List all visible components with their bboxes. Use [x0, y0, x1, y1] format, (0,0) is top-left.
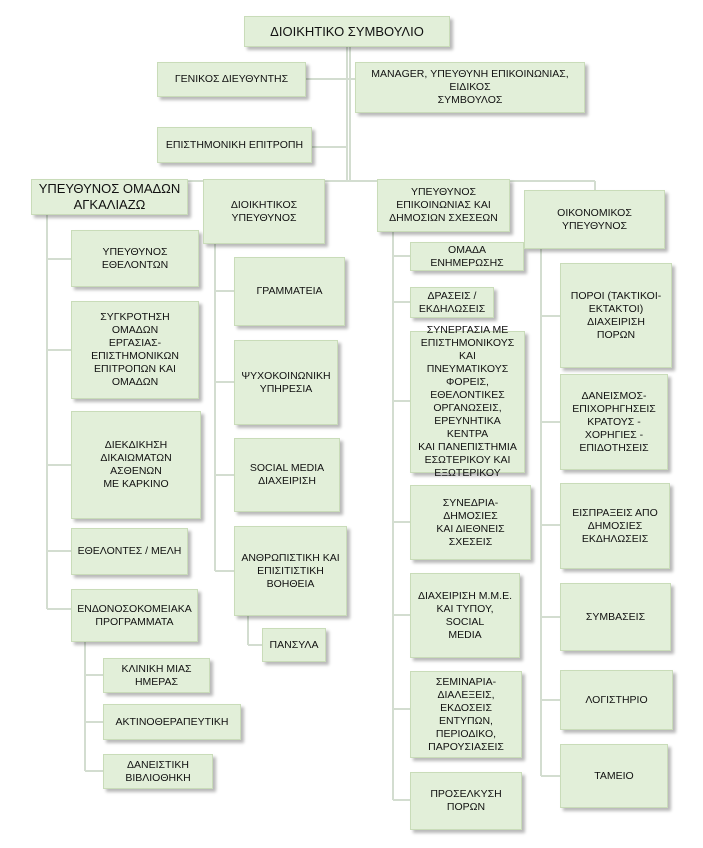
- scientific-committee-label: ΕΠΙΣΤΗΜΟΝΙΚΗ ΕΠΙΤΡΟΠΗ: [165, 138, 304, 151]
- col2-item-label: ΑΝΘΡΩΠΙΣΤΙΚΗ ΚΑΙ ΕΠΙΣΙΤΙΣΤΙΚΗ ΒΟΗΘΕΙΑ: [241, 551, 340, 590]
- col1-sub-box: ΚΛΙΝΙΚΗ ΜΙΑΣ ΗΜΕΡΑΣ: [103, 658, 210, 693]
- col3-item-box: ΟΜΑΔΑ ΕΝΗΜΕΡΩΣΗΣ: [410, 242, 524, 271]
- col1-item-box: ΔΙΕΚΔΙΚΗΣΗ ΔΙΚΑΙΩΜΑΤΩΝ ΑΣΘΕΝΩΝ ΜΕ ΚΑΡΚΙΝ…: [71, 411, 201, 519]
- col2-sub-box: ΠΑΝΣΥΛΑ: [262, 628, 326, 662]
- col4-item-box: ΕΙΣΠΡΑΞΕΙΣ ΑΠΟ ΔΗΜΟΣΙΕΣ ΕΚΔΗΛΩΣΕΙΣ: [560, 483, 670, 569]
- col3-item-label: ΟΜΑΔΑ ΕΝΗΜΕΡΩΣΗΣ: [430, 243, 504, 269]
- col2-head-label: ΔΙΟΙΚΗΤΙΚΟΣ ΥΠΕΥΘΥΝΟΣ: [230, 198, 298, 224]
- col2-item-label: SOCIAL MEDIA ΔΙΑΧΕΙΡΙΣΗ: [249, 462, 325, 487]
- col1-item-label: ΔΙΕΚΔΙΚΗΣΗ ΔΙΚΑΙΩΜΑΤΩΝ ΑΣΘΕΝΩΝ ΜΕ ΚΑΡΚΙΝ…: [100, 439, 172, 490]
- col4-item-label: ΤΑΜΕΙΟ: [594, 769, 634, 782]
- col1-head-label: ΥΠΕΥΘΥΝΟΣ ΟΜΑΔΩΝ ΑΓΚΑΛΙΑΖΩ: [38, 181, 181, 212]
- col3-item-box: ΣΥΝΕΔΡΙΑ-ΔΗΜΟΣΙΕΣ ΚΑΙ ΔΙΕΘΝΕΙΣ ΣΧΕΣΕΙΣ: [410, 485, 531, 560]
- col2-sub-label: ΠΑΝΣΥΛΑ: [269, 638, 319, 651]
- col3-item-label: ΠΡΟΣΕΛΚΥΣΗ ΠΟΡΩΝ: [430, 788, 502, 813]
- col1-sub-label: ΔΑΝΕΙΣΤΙΚΗ ΒΙΒΛΙΟΘΗΚΗ: [125, 758, 191, 784]
- col3-item-label: ΣΥΝΕΡΓΑΣΙΑ ΜΕ ΕΠΙΣΤΗΜΟΝΙΚΟΥΣ ΚΑΙ ΠΝΕΥΜΑΤ…: [418, 324, 517, 479]
- col1-item-box: ΥΠΕΥΘΥΝΟΣ ΕΘΕΛΟΝΤΩΝ: [71, 230, 199, 287]
- col1-sub-label: ΚΛΙΝΙΚΗ ΜΙΑΣ ΗΜΕΡΑΣ: [121, 662, 192, 688]
- col1-head-box: ΥΠΕΥΘΥΝΟΣ ΟΜΑΔΩΝ ΑΓΚΑΛΙΑΖΩ: [31, 179, 188, 215]
- manager-label: MANAGER, ΥΠΕΥΘΥΝΗ ΕΠΙΚΟΙΝΩΝΙΑΣ, ΕΙΔΙΚΟΣ …: [371, 68, 569, 106]
- col3-item-box: ΣΕΜΙΝΑΡΙΑ- ΔΙΑΛΕΞΕΙΣ, ΕΚΔΟΣΕΙΣ ΕΝΤΥΠΩΝ, …: [410, 671, 522, 758]
- col4-item-box: ΛΟΓΙΣΤΗΡΙΟ: [560, 670, 673, 730]
- col2-item-label: ΨΥΧΟΚΟΙΝΩΝΙΚΗ ΥΠΗΡΕΣΙΑ: [241, 369, 331, 395]
- col4-item-label: ΛΟΓΙΣΤΗΡΙΟ: [585, 693, 648, 706]
- col3-item-label: ΔΙΑΧΕΙΡΙΣΗ Μ.Μ.Ε. ΚΑΙ ΤΥΠΟΥ, SOCIAL MEDI…: [417, 589, 513, 641]
- col1-item-box: ΕΘΕΛΟΝΤΕΣ / ΜΕΛΗ: [71, 528, 188, 575]
- col3-item-label: ΔΡΑΣΕΙΣ / ΕΚΔΗΛΩΣΕΙΣ: [418, 289, 486, 315]
- col4-head-label: ΟΙΚΟΝΟΜΙΚΟΣ ΥΠΕΥΘΥΝΟΣ: [557, 206, 632, 232]
- col3-item-box: ΔΙΑΧΕΙΡΙΣΗ Μ.Μ.Ε. ΚΑΙ ΤΥΠΟΥ, SOCIAL MEDI…: [410, 573, 520, 658]
- col3-item-label: ΣΥΝΕΔΡΙΑ-ΔΗΜΟΣΙΕΣ ΚΑΙ ΔΙΕΘΝΕΙΣ ΣΧΕΣΕΙΣ: [436, 496, 505, 548]
- col4-item-label: ΠΟΡΟΙ (ΤΑΚΤΙΚΟΙ- ΕΚΤΑΚΤΟΙ) ΔΙΑΧΕΙΡΙΣΗ ΠΟ…: [570, 289, 662, 341]
- col1-item-label: ΥΠΕΥΘΥΝΟΣ ΕΘΕΛΟΝΤΩΝ: [101, 245, 169, 271]
- col1-sub-label: ΑΚΤΙΝΟΘΕΡΑΠΕΥΤΙΚΗ: [115, 715, 229, 728]
- col3-item-box: ΣΥΝΕΡΓΑΣΙΑ ΜΕ ΕΠΙΣΤΗΜΟΝΙΚΟΥΣ ΚΑΙ ΠΝΕΥΜΑΤ…: [410, 324, 525, 479]
- col1-sub-box: ΔΑΝΕΙΣΤΙΚΗ ΒΙΒΛΙΟΘΗΚΗ: [103, 754, 213, 789]
- col1-item-label: ΕΝΔΟΝΟΣΟΚΟΜΕΙΑΚΑ ΠΡΟΓΡΑΜΜΑΤΑ: [77, 602, 192, 628]
- col2-item-box: ΨΥΧΟΚΟΙΝΩΝΙΚΗ ΥΠΗΡΕΣΙΑ: [234, 340, 338, 425]
- col4-item-box: ΤΑΜΕΙΟ: [560, 744, 668, 808]
- scientific-committee-box: ΕΠΙΣΤΗΜΟΝΙΚΗ ΕΠΙΤΡΟΠΗ: [157, 127, 312, 163]
- board-box: ΔΙΟΙΚΗΤΙΚΟ ΣΥΜΒΟΥΛΙΟ: [244, 16, 450, 47]
- col4-item-box: ΔΑΝΕΙΣΜΟΣ- ΕΠΙΧΟΡΗΓΗΣΕΙΣ ΚΡΑΤΟΥΣ - ΧΟΡΗΓ…: [560, 374, 668, 470]
- col4-item-label: ΕΙΣΠΡΑΞΕΙΣ ΑΠΟ ΔΗΜΟΣΙΕΣ ΕΚΔΗΛΩΣΕΙΣ: [572, 506, 658, 545]
- general-director-label: ΓΕΝΙΚΟΣ ΔΙΕΥΘΥΝΤΗΣ: [174, 73, 289, 85]
- col1-item-label: ΣΥΓΚΡΟΤΗΣΗ ΟΜΑΔΩΝ ΕΡΓΑΣΙΑΣ- ΕΠΙΣΤΗΜΟΝΙΚΩ…: [91, 311, 179, 388]
- col3-head-box: ΥΠΕΥΘΥΝΟΣ ΕΠΙΚΟΙΝΩΝΙΑΣ ΚΑΙ ΔΗΜΟΣΙΩΝ ΣΧΕΣ…: [377, 179, 510, 232]
- col1-sub-box: ΑΚΤΙΝΟΘΕΡΑΠΕΥΤΙΚΗ: [103, 704, 241, 740]
- col3-item-label: ΣΕΜΙΝΑΡΙΑ- ΔΙΑΛΕΞΕΙΣ, ΕΚΔΟΣΕΙΣ ΕΝΤΥΠΩΝ, …: [428, 675, 504, 753]
- col4-item-label: ΣΥΜΒΑΣΕΙΣ: [585, 610, 646, 623]
- general-director-box: ΓΕΝΙΚΟΣ ΔΙΕΥΘΥΝΤΗΣ: [157, 62, 306, 97]
- col2-head-box: ΔΙΟΙΚΗΤΙΚΟΣ ΥΠΕΥΘΥΝΟΣ: [203, 179, 325, 244]
- col1-item-box: ΣΥΓΚΡΟΤΗΣΗ ΟΜΑΔΩΝ ΕΡΓΑΣΙΑΣ- ΕΠΙΣΤΗΜΟΝΙΚΩ…: [71, 301, 199, 399]
- col2-item-box: ΑΝΘΡΩΠΙΣΤΙΚΗ ΚΑΙ ΕΠΙΣΙΤΙΣΤΙΚΗ ΒΟΗΘΕΙΑ: [234, 526, 347, 616]
- col2-item-box: SOCIAL MEDIA ΔΙΑΧΕΙΡΙΣΗ: [234, 438, 340, 512]
- col4-head-box: ΟΙΚΟΝΟΜΙΚΟΣ ΥΠΕΥΘΥΝΟΣ: [524, 190, 665, 249]
- col2-item-label: ΓΡΑΜΜΑΤΕΙΑ: [256, 285, 323, 297]
- col3-item-box: ΠΡΟΣΕΛΚΥΣΗ ΠΟΡΩΝ: [410, 772, 522, 830]
- manager-box: MANAGER, ΥΠΕΥΘΥΝΗ ΕΠΙΚΟΙΝΩΝΙΑΣ, ΕΙΔΙΚΟΣ …: [355, 62, 585, 113]
- col4-item-box: ΠΟΡΟΙ (ΤΑΚΤΙΚΟΙ- ΕΚΤΑΚΤΟΙ) ΔΙΑΧΕΙΡΙΣΗ ΠΟ…: [560, 263, 672, 368]
- board-label: ΔΙΟΙΚΗΤΙΚΟ ΣΥΜΒΟΥΛΙΟ: [270, 23, 424, 39]
- col1-item-box: ΕΝΔΟΝΟΣΟΚΟΜΕΙΑΚΑ ΠΡΟΓΡΑΜΜΑΤΑ: [71, 589, 198, 642]
- col3-item-box: ΔΡΑΣΕΙΣ / ΕΚΔΗΛΩΣΕΙΣ: [410, 287, 494, 318]
- col4-item-box: ΣΥΜΒΑΣΕΙΣ: [560, 583, 671, 651]
- col2-item-box: ΓΡΑΜΜΑΤΕΙΑ: [234, 257, 345, 326]
- col1-item-label: ΕΘΕΛΟΝΤΕΣ / ΜΕΛΗ: [77, 545, 182, 557]
- col4-item-label: ΔΑΝΕΙΣΜΟΣ- ΕΠΙΧΟΡΗΓΗΣΕΙΣ ΚΡΑΤΟΥΣ - ΧΟΡΗΓ…: [572, 389, 656, 454]
- col3-head-label: ΥΠΕΥΘΥΝΟΣ ΕΠΙΚΟΙΝΩΝΙΑΣ ΚΑΙ ΔΗΜΟΣΙΩΝ ΣΧΕΣ…: [389, 186, 498, 224]
